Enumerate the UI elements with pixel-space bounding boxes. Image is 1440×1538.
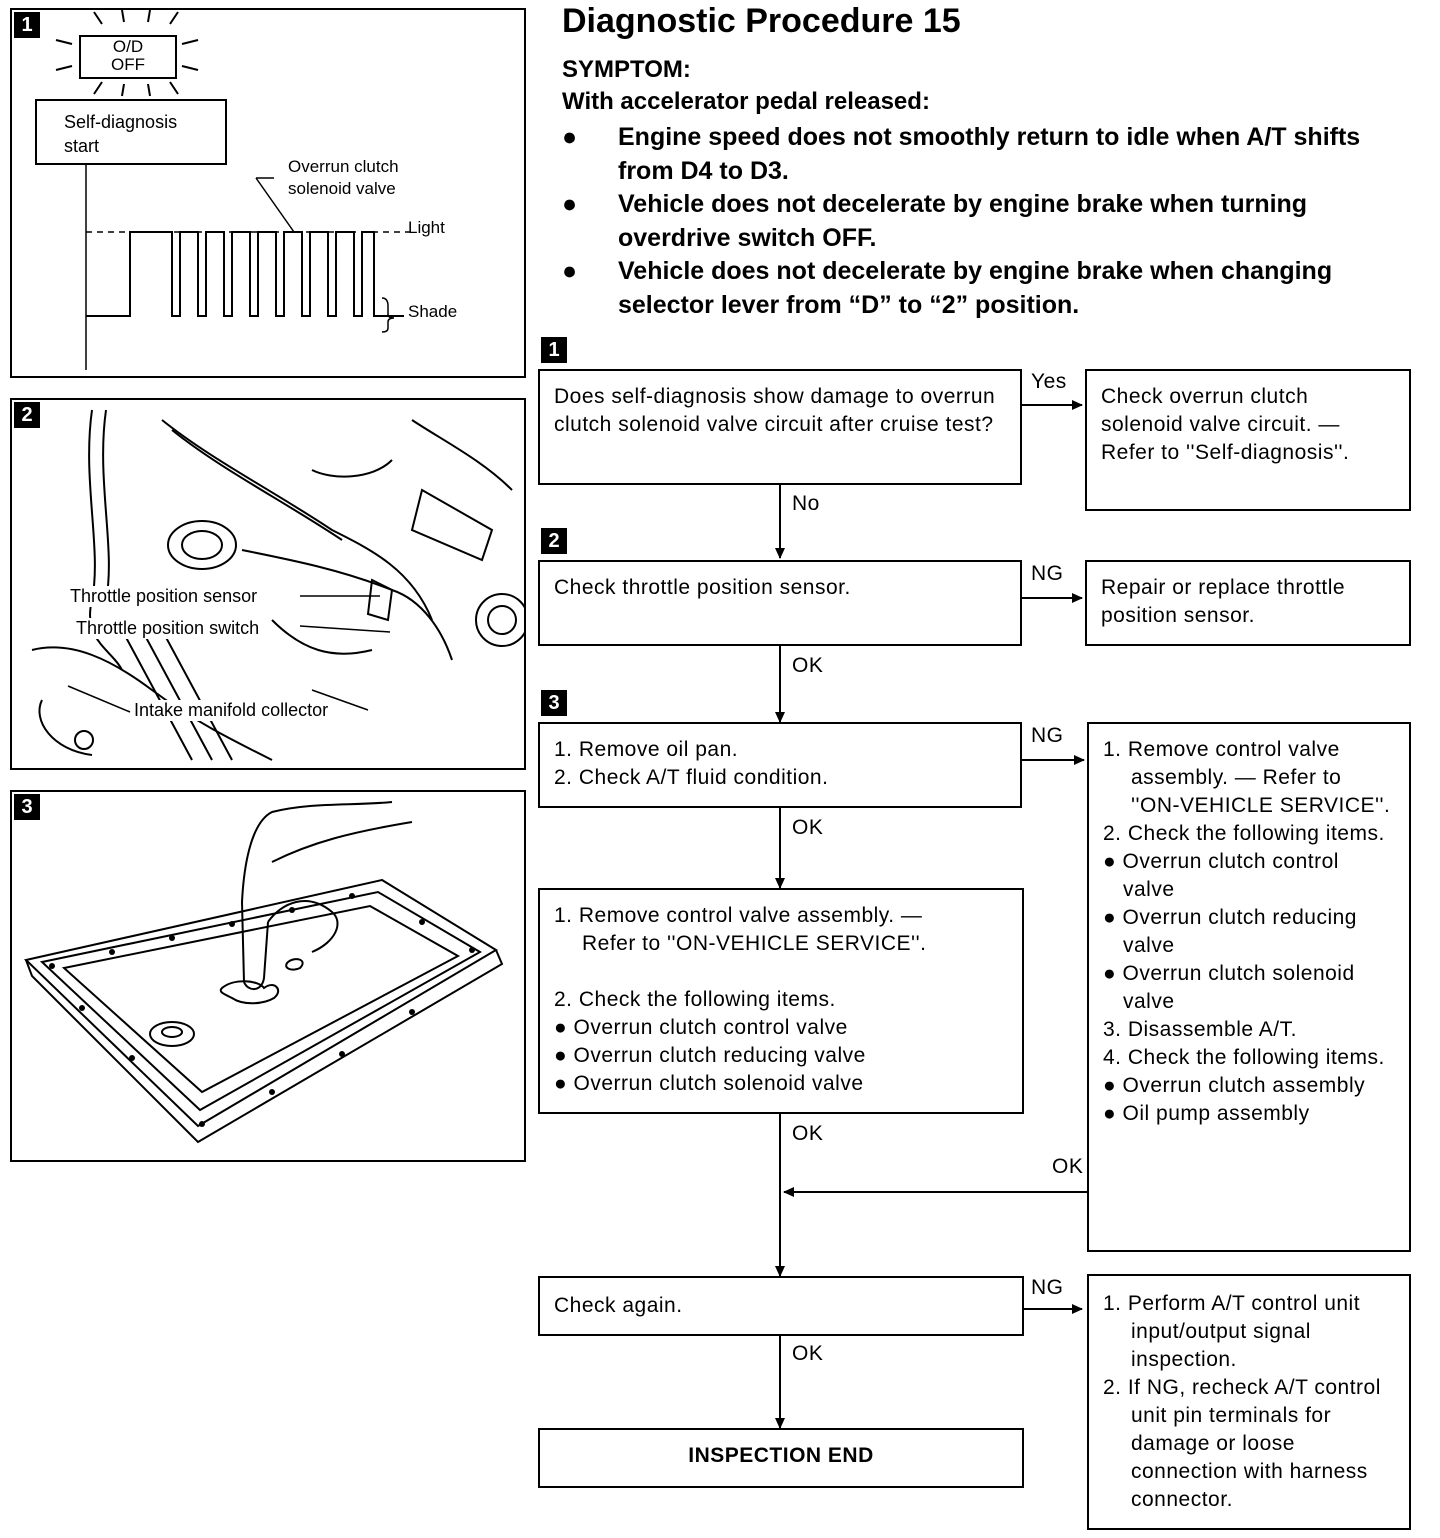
cv-line-2: Refer to ''ON-VEHICLE SERVICE''. (582, 932, 927, 955)
bullet-icon: ● (1103, 1102, 1123, 1125)
bullet-icon: ● (1103, 850, 1123, 873)
cv-line-3: 2. Check the following items. (554, 988, 836, 1011)
step-2-ng-label: NG (1031, 562, 1064, 585)
bullet-icon: ● (1103, 1074, 1123, 1097)
da-bullet-2: ● Overrun clutch reducing valve (1103, 904, 1395, 960)
symptom-item-3: ● Vehicle does not decelerate by engine … (562, 254, 1422, 324)
figure-1-panel: 1 O/D OFF Self-diagnosis start Overrun c… (10, 8, 526, 378)
throttle-position-switch-label: Throttle position switch (74, 618, 262, 639)
step-1-no-label: No (792, 492, 820, 515)
da-bullet-3: ● Overrun clutch solenoid valve (1103, 960, 1395, 1016)
lamp-line-1: O/D (112, 37, 144, 56)
ng-action-box: 1. Perform A/T control unit input/output… (1087, 1274, 1411, 1530)
check-again-ng-label: NG (1031, 1276, 1064, 1299)
step-3-number: 3 (541, 690, 567, 716)
bullet-icon: ● (562, 190, 578, 218)
da-bullet-5-text: Oil pump assembly (1122, 1102, 1310, 1125)
oil-pan-illustration (23, 801, 504, 1144)
page-title: Diagnostic Procedure 15 (562, 2, 961, 40)
check-again-box: Check again. (538, 1276, 1024, 1336)
throttle-position-sensor-label: Throttle position sensor (68, 586, 260, 607)
lamp-rays-icon (55, 10, 199, 97)
light-label: Light (408, 218, 445, 237)
start-label-line-2: start (64, 136, 100, 156)
check-again-ok-label: OK (792, 1342, 824, 1365)
step-1-number: 1 (541, 337, 567, 363)
od-off-lamp: O/D OFF (82, 38, 174, 74)
engine-bay-illustration (31, 409, 524, 761)
disassemble-box: 1. Remove control valve assembly. — Refe… (1087, 722, 1411, 1252)
step-1-question-box: Does self-diagnosis show damage to overr… (538, 369, 1022, 485)
bullet-icon: ● (554, 1016, 574, 1039)
step-1-action-box: Check overrun clutch solenoid valve circ… (1085, 369, 1411, 511)
step-2-number: 2 (541, 528, 567, 554)
step-2-question-box: Check throttle position sensor. (538, 560, 1022, 646)
da-bullet-2-text: Overrun clutch reducing valve (1122, 906, 1357, 957)
step-3-question-box: 1. Remove oil pan. 2. Check A/T fluid co… (538, 722, 1022, 808)
symptom-text-3: Vehicle does not decelerate by engine br… (618, 257, 1333, 319)
step-2-ok-label: OK (792, 654, 824, 677)
start-label-line-1: Self-diagnosis (64, 112, 178, 132)
symptom-text-1: Engine speed does not smoothly return to… (618, 123, 1361, 185)
bullet-icon: ● (554, 1044, 574, 1067)
da-item-3: 3. Disassemble A/T. (1103, 1018, 1297, 1041)
symptom-text-2: Vehicle does not decelerate by engine br… (618, 190, 1308, 252)
valve-label-line-1: Overrun clutch (288, 157, 399, 176)
lamp-line-2: OFF (111, 55, 145, 74)
symptom-heading: SYMPTOM: (562, 56, 691, 83)
disassemble-ok-label: OK (1052, 1155, 1084, 1179)
valve-label-line-2: solenoid valve (288, 179, 396, 198)
shade-label: Shade (408, 302, 458, 321)
step-1-yes-label: Yes (1031, 370, 1067, 393)
cv-bullet-3-text: Overrun clutch solenoid valve (573, 1072, 864, 1095)
step-3-line-1: 1. Remove oil pan. (554, 738, 739, 761)
bullet-icon: ● (562, 257, 578, 285)
da-item-1: 1. Remove control valve assembly. — Refe… (1103, 738, 1391, 817)
self-diagnosis-timing-diagram (35, 10, 412, 370)
inspection-end-box: INSPECTION END (538, 1428, 1024, 1488)
overrun-valve-label: Overrun clutch solenoid valve (288, 156, 399, 200)
cv-bullet-2-text: Overrun clutch reducing valve (573, 1044, 866, 1067)
bullet-icon: ● (554, 1072, 574, 1095)
bullet-icon: ● (562, 123, 578, 151)
da-bullet-5: ● Oil pump assembly (1103, 1100, 1395, 1128)
step-3-line-2: 2. Check A/T fluid condition. (554, 766, 829, 789)
symptom-item-1: ● Engine speed does not smoothly return … (562, 120, 1422, 190)
step-2-action-box: Repair or replace throttle position sens… (1085, 560, 1411, 646)
figure-3-number: 3 (14, 794, 40, 820)
da-bullet-1-text: Overrun clutch control valve (1122, 850, 1339, 901)
figure-2-number: 2 (14, 402, 40, 428)
ng-item-1: 1. Perform A/T control unit input/output… (1103, 1292, 1361, 1371)
bullet-icon: ● (1103, 962, 1123, 985)
da-item-4: 4. Check the following items. (1103, 1046, 1385, 1069)
control-valve-ok-label: OK (792, 1122, 824, 1145)
control-valve-box: 1. Remove control valve assembly. — Refe… (538, 888, 1024, 1114)
symptom-condition: With accelerator pedal released: (562, 88, 930, 115)
da-bullet-3-text: Overrun clutch solenoid valve (1122, 962, 1355, 1013)
bullet-icon: ● (1103, 906, 1123, 929)
da-item-2: 2. Check the following items. (1103, 822, 1385, 845)
cv-bullet-1-text: Overrun clutch control valve (573, 1016, 848, 1039)
cv-bullet-3: ● Overrun clutch solenoid valve (554, 1070, 1008, 1098)
figure-2-panel: 2 Throttle position sensor Throttle posi… (10, 398, 526, 770)
da-bullet-1: ● Overrun clutch control valve (1103, 848, 1395, 904)
da-bullet-4: ● Overrun clutch assembly (1103, 1072, 1395, 1100)
cv-line-1: 1. Remove control valve assembly. — (554, 904, 923, 927)
symptom-item-2: ● Vehicle does not decelerate by engine … (562, 187, 1422, 257)
ng-item-2: 2. If NG, recheck A/T control unit pin t… (1103, 1376, 1381, 1511)
figure-1-number: 1 (14, 12, 40, 38)
figure-3-panel: 3 (10, 790, 526, 1162)
self-diagnosis-start-label: Self-diagnosis start (64, 110, 177, 158)
step-3-ng-label: NG (1031, 724, 1064, 747)
cv-bullet-2: ● Overrun clutch reducing valve (554, 1042, 1008, 1070)
intake-manifold-collector-label: Intake manifold collector (132, 700, 331, 721)
da-bullet-4-text: Overrun clutch assembly (1122, 1074, 1366, 1097)
step-3-ok-label: OK (792, 816, 824, 839)
cv-bullet-1: ● Overrun clutch control valve (554, 1014, 1008, 1042)
